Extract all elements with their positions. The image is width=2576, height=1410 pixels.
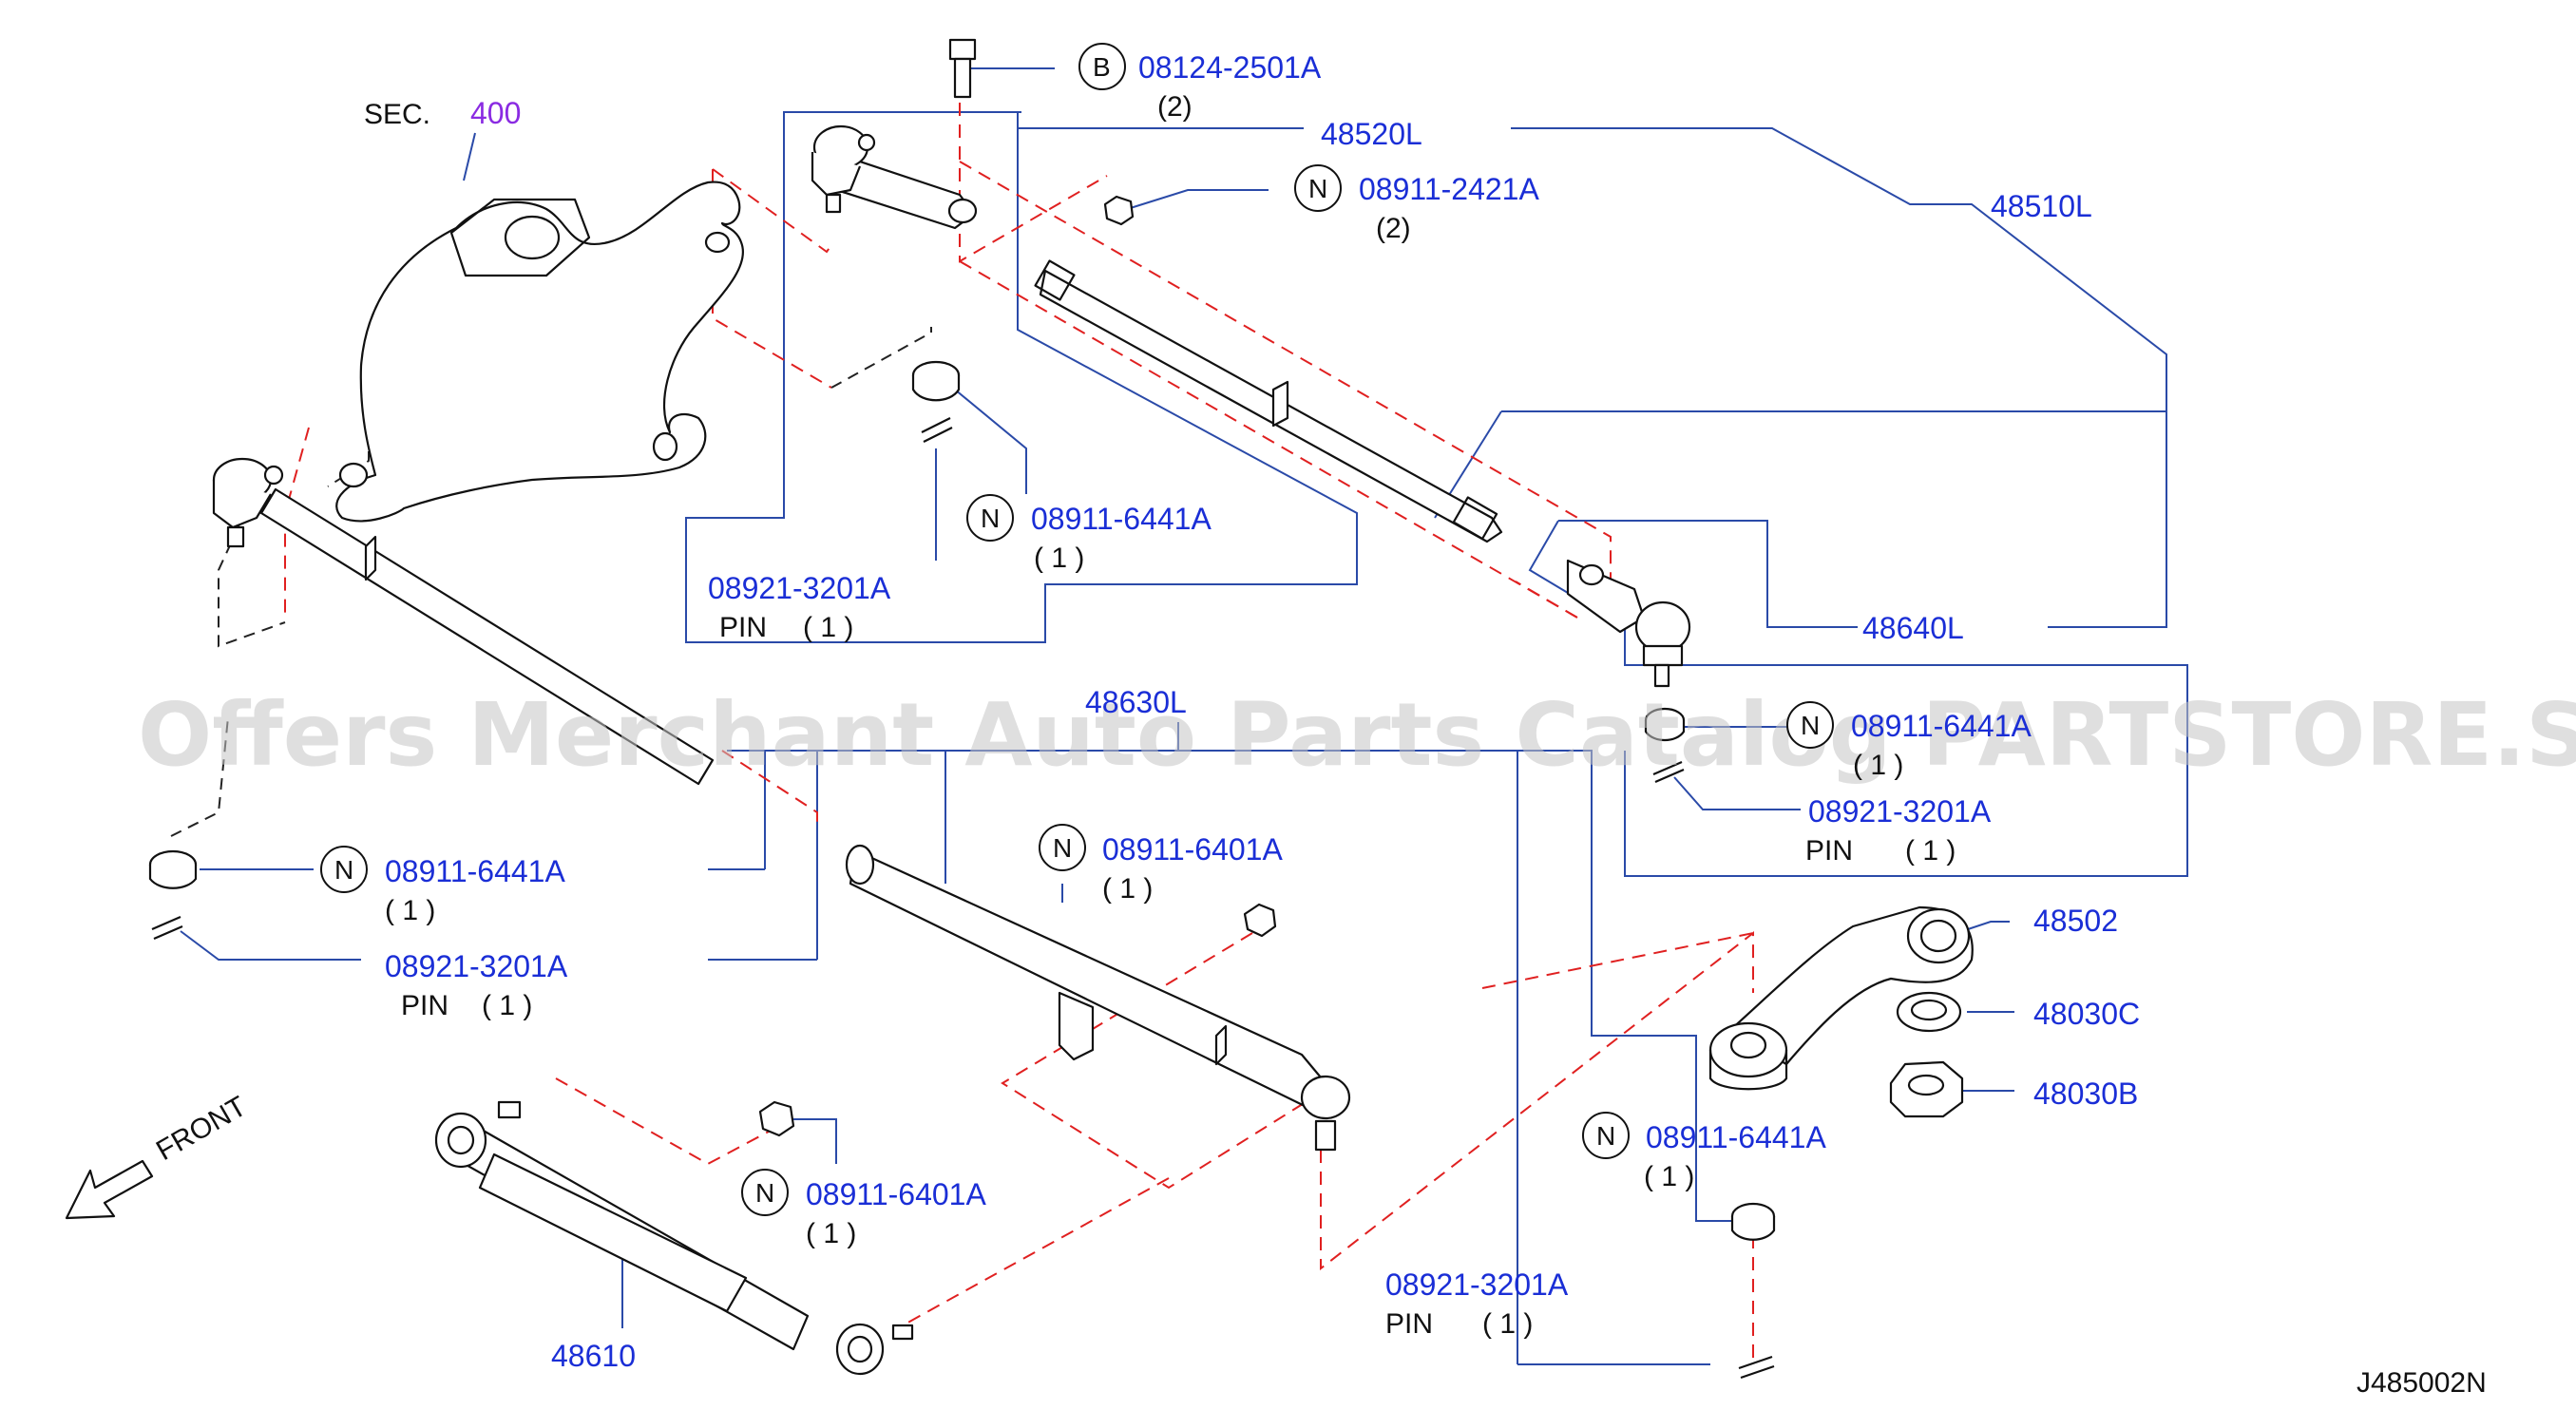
drawing-ref: J485002N (2357, 1367, 2487, 1399)
part-48030C[interactable]: 48030C (2033, 997, 2140, 1031)
right-tie-rod-end (1566, 559, 1691, 688)
bolt-08124 (948, 38, 977, 99)
part-08911-6441A-top[interactable]: 08911-6441A (1031, 502, 1212, 536)
part-48030B[interactable]: 48030B (2033, 1077, 2138, 1111)
sec-label: SEC. (364, 99, 430, 130)
part-08921-3201A-left[interactable]: 08921-3201A (385, 949, 568, 983)
part-48640L[interactable]: 48640L (1862, 611, 1964, 645)
part-08911-6441A-low[interactable]: 08911-6441A (1646, 1120, 1826, 1154)
badge-letter: N (334, 855, 353, 885)
part-08911-6441A-right[interactable]: 08911-6441A (1851, 709, 2032, 743)
labels: SEC. 400 B 08124-2501A (2) 48520L 48510L… (320, 43, 2487, 1399)
phantom-lines (170, 103, 1754, 1359)
part-48502[interactable]: 48502 (2033, 904, 2118, 938)
badge-b-icon (1078, 43, 1126, 90)
pitman-nut (1889, 1060, 1964, 1118)
leader-lines (180, 67, 2188, 1365)
pin-bottom (1738, 1355, 1775, 1380)
part-48520L[interactable]: 48520L (1321, 117, 1422, 151)
badge-letter: N (981, 504, 1000, 533)
upper-tie-rod-end (811, 124, 978, 230)
front-indicator: FRONT (65, 1091, 252, 1220)
steering-damper (434, 1100, 914, 1376)
badge-n-icon (320, 846, 368, 893)
adjusting-tube (1034, 259, 1503, 543)
nut-low-right (1730, 1202, 1776, 1241)
badge-n-icon (1582, 1112, 1630, 1159)
nut-right (1644, 707, 1686, 742)
badge-letter: N (1308, 174, 1327, 203)
nut-top (911, 360, 961, 402)
badge-letter: N (1596, 1121, 1615, 1151)
qty-08124: (2) (1157, 91, 1193, 123)
badge-letter: N (1801, 711, 1820, 740)
qty-08911-6441A-low: ( 1 ) (1644, 1161, 1694, 1192)
part-48510L[interactable]: 48510L (1991, 189, 2092, 223)
lock-washer (1896, 991, 1962, 1033)
qty-pin-bottom: ( 1 ) (1482, 1308, 1533, 1340)
part-48630L[interactable]: 48630L (1085, 685, 1187, 719)
qty-08911-6441A-left: ( 1 ) (385, 895, 435, 926)
badge-n-icon (1039, 824, 1086, 871)
pin-left (151, 915, 183, 941)
pin-top (921, 417, 953, 443)
pin-right (1652, 760, 1685, 784)
nut-left (148, 849, 198, 889)
qty-08911-6401A-low: ( 1 ) (806, 1218, 856, 1249)
badge-n-icon (741, 1169, 789, 1216)
qty-08911-6441A-right: ( 1 ) (1853, 750, 1903, 781)
pin-note-right: PIN (1805, 835, 1853, 867)
badge-letter: N (1053, 833, 1072, 863)
part-08911-6401A-low[interactable]: 08911-6401A (806, 1177, 986, 1211)
front-label: FRONT (151, 1091, 252, 1167)
part-48610[interactable]: 48610 (551, 1339, 636, 1373)
qty-08911-6441A-top: ( 1 ) (1034, 543, 1084, 574)
nut-08911-2421A (1103, 195, 1135, 226)
part-08911-2421A[interactable]: 08911-2421A (1359, 172, 1539, 206)
watermark: Offers Merchant Auto Parts Catalog PARTS… (138, 684, 2576, 786)
steering-gear-housing (335, 181, 744, 523)
part-08921-3201A-right[interactable]: 08921-3201A (1808, 794, 1992, 829)
qty-pin-top: ( 1 ) (803, 612, 853, 643)
badge-n-icon (1294, 164, 1342, 212)
center-link (845, 844, 1351, 1152)
badge-n-icon (966, 494, 1014, 542)
part-08921-3201A-bottom[interactable]: 08921-3201A (1385, 1267, 1569, 1302)
part-08911-6401A-mid[interactable]: 08911-6401A (1102, 832, 1283, 867)
pin-note-bottom: PIN (1385, 1308, 1433, 1340)
qty-08911-2421A: (2) (1376, 213, 1411, 244)
front-arrow-icon (65, 1159, 154, 1220)
badge-letter: B (1093, 52, 1111, 82)
sec-number[interactable]: 400 (470, 96, 521, 130)
nut-mid (1243, 903, 1277, 938)
part-drawings (148, 38, 1974, 1380)
pitman-arm (1708, 905, 1974, 1091)
badge-n-icon (1786, 701, 1834, 749)
nut-damper (758, 1100, 795, 1137)
qty-08911-6401A-mid: ( 1 ) (1102, 873, 1153, 905)
qty-pin-right: ( 1 ) (1905, 835, 1956, 867)
qty-pin-left: ( 1 ) (482, 990, 532, 1021)
pin-note-left: PIN (401, 990, 448, 1021)
part-08124-2501A[interactable]: 08124-2501A (1138, 50, 1322, 85)
part-08911-6441A-left[interactable]: 08911-6441A (385, 854, 565, 888)
part-08921-3201A-top[interactable]: 08921-3201A (708, 571, 891, 605)
pin-note-top: PIN (719, 612, 767, 643)
badge-letter: N (755, 1178, 774, 1208)
